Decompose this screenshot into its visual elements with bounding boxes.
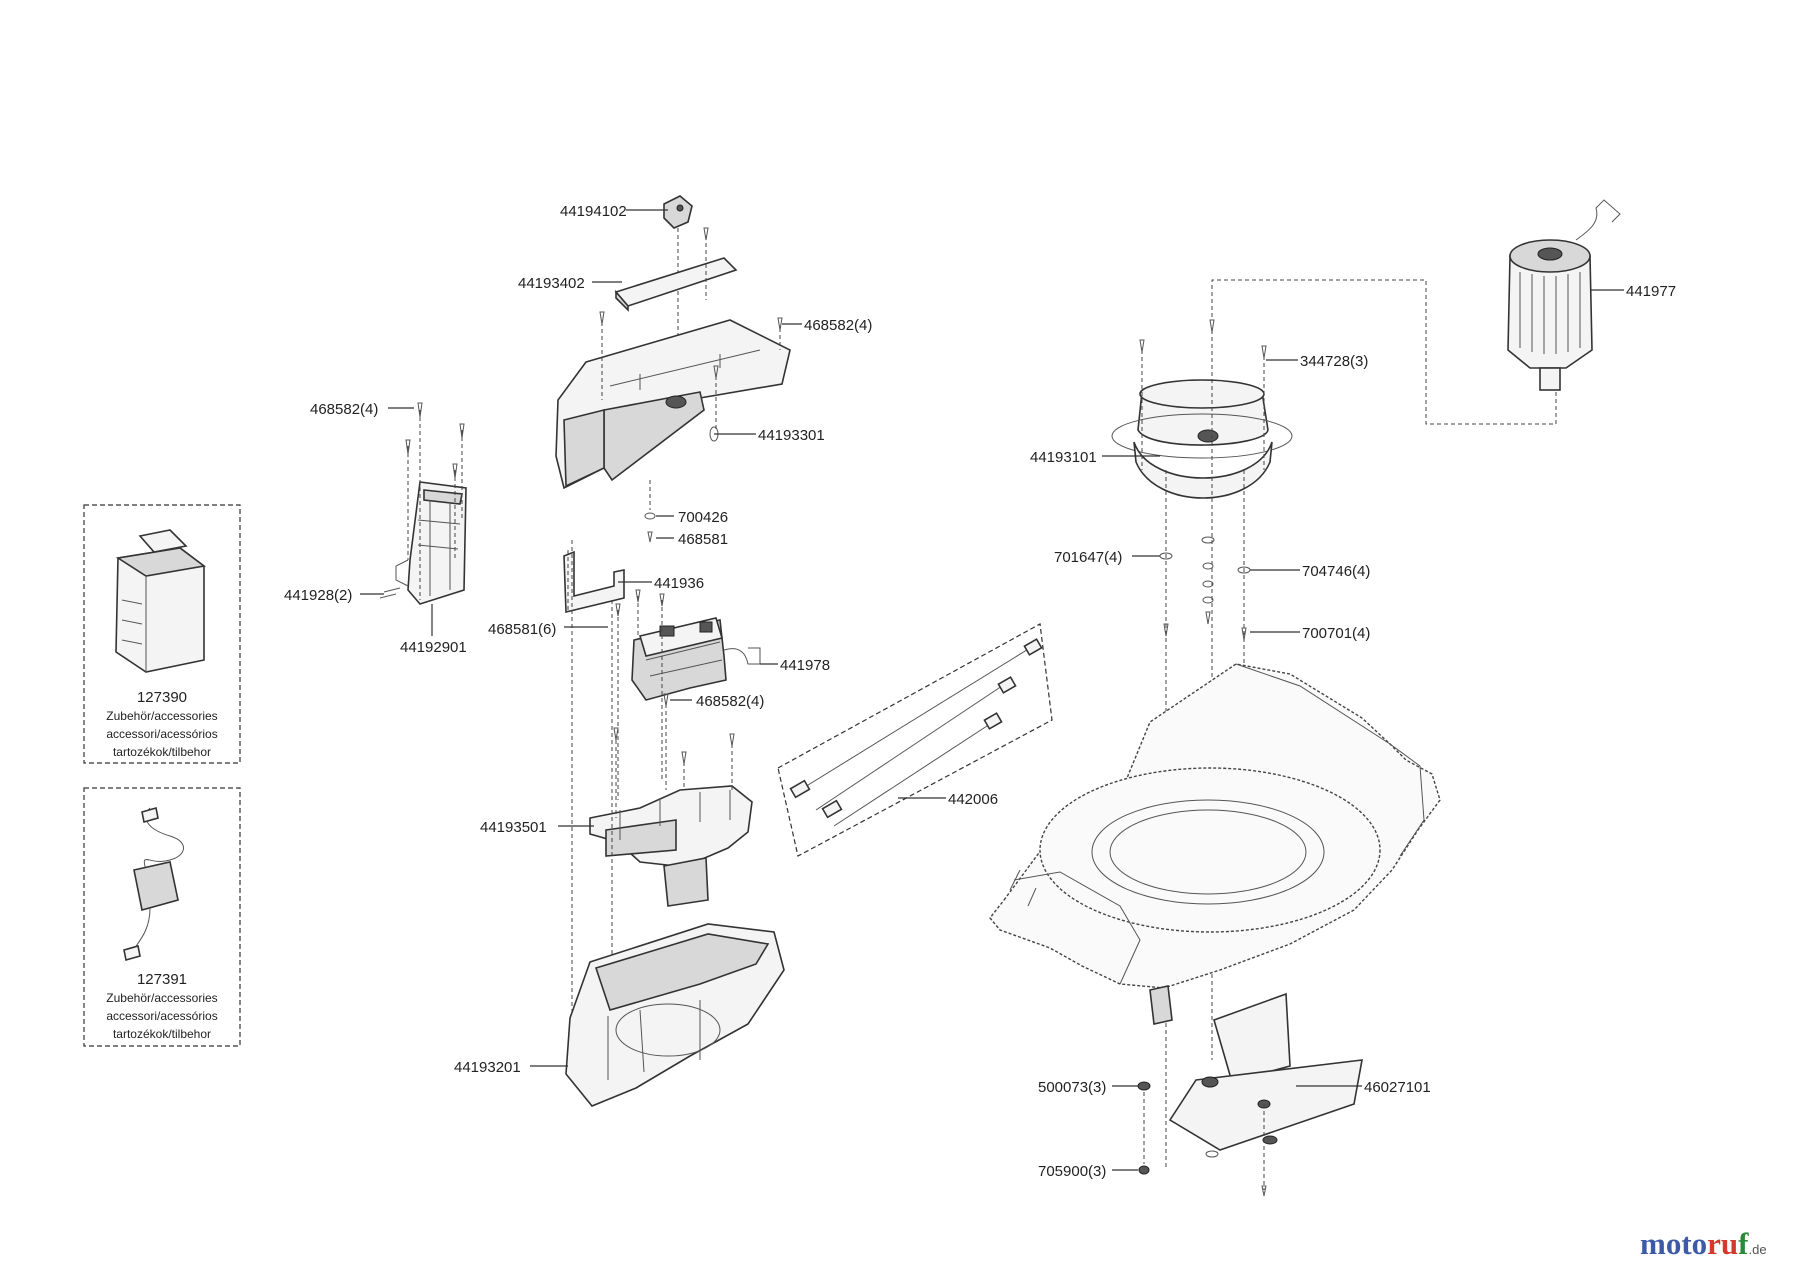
label-700701: 700701(4) [1302, 625, 1370, 642]
label-441936: 441936 [654, 575, 704, 592]
cable-set-part [777, 623, 1053, 857]
label-468582-mid: 468582(4) [696, 693, 764, 710]
label-704746: 704746(4) [1302, 563, 1370, 580]
accessory-line: Zubehör/accessories [106, 991, 217, 1005]
brand-part-b: ru [1707, 1226, 1739, 1261]
label-44193402: 44193402 [518, 275, 585, 292]
label-468581: 468581 [678, 531, 728, 548]
label-468582-top: 468582(4) [804, 317, 872, 334]
washer-screw-part [644, 480, 656, 543]
charger-icon [123, 806, 184, 962]
label-44193301: 44193301 [758, 427, 825, 444]
brand-logo: motoruf.de [1640, 1226, 1767, 1262]
part-labels: 44194102 44193402 468582(4) 468582(4) 44… [284, 203, 1676, 1180]
label-700426: 700426 [678, 509, 728, 526]
accessory-line: tartozékok/tilbehor [113, 1027, 211, 1041]
label-44194102: 44194102 [560, 203, 627, 220]
accessory-box-battery: 127390 Zubehör/accessories accessori/ace… [83, 504, 241, 764]
lower-housing-part [565, 923, 785, 1107]
accessory-number-battery: 127390 [137, 689, 187, 706]
brand-part-c: f [1738, 1226, 1749, 1261]
accessory-line: accessori/acessórios [106, 727, 217, 741]
brand-part-a: moto [1640, 1226, 1708, 1261]
discharge-flap-part [1168, 992, 1363, 1197]
battery-holder-part [379, 402, 467, 605]
accessory-line: accessori/acessórios [106, 1009, 217, 1023]
brand-suffix: .de [1748, 1242, 1767, 1257]
label-44193101: 44193101 [1030, 449, 1097, 466]
accessory-box-charger: 127391 Zubehör/accessories accessori/ace… [83, 787, 241, 1047]
label-468582-left: 468582(4) [310, 401, 378, 418]
accessory-line: Zubehör/accessories [106, 709, 217, 723]
label-44193201: 44193201 [454, 1059, 521, 1076]
label-441978: 441978 [780, 657, 830, 674]
label-44193501: 44193501 [480, 819, 547, 836]
label-344728: 344728(3) [1300, 353, 1368, 370]
accessory-number-charger: 127391 [137, 971, 187, 988]
bracket-part [563, 550, 625, 614]
upper-housing-part [555, 311, 791, 490]
nut-hardware-part [1137, 1081, 1151, 1175]
cover-plate-part [614, 227, 738, 312]
label-468581-6: 468581(6) [488, 621, 556, 638]
battery-icon [115, 529, 206, 673]
label-500073: 500073(3) [1038, 1079, 1106, 1096]
motor-flange-part [1111, 319, 1293, 1060]
label-701647: 701647(4) [1054, 549, 1122, 566]
label-441977: 441977 [1626, 283, 1676, 300]
controller-part [615, 589, 761, 800]
leader-lines [360, 209, 1624, 1171]
label-442006: 442006 [948, 791, 998, 808]
label-46027101: 46027101 [1364, 1079, 1431, 1096]
label-705900: 705900(3) [1038, 1163, 1106, 1180]
label-44192901: 44192901 [400, 639, 467, 656]
label-441928: 441928(2) [284, 587, 352, 604]
mower-deck-part [989, 663, 1441, 1025]
motor-part [1211, 199, 1621, 425]
knob-part [663, 195, 693, 395]
accessory-line: tartozékok/tilbehor [113, 745, 211, 759]
